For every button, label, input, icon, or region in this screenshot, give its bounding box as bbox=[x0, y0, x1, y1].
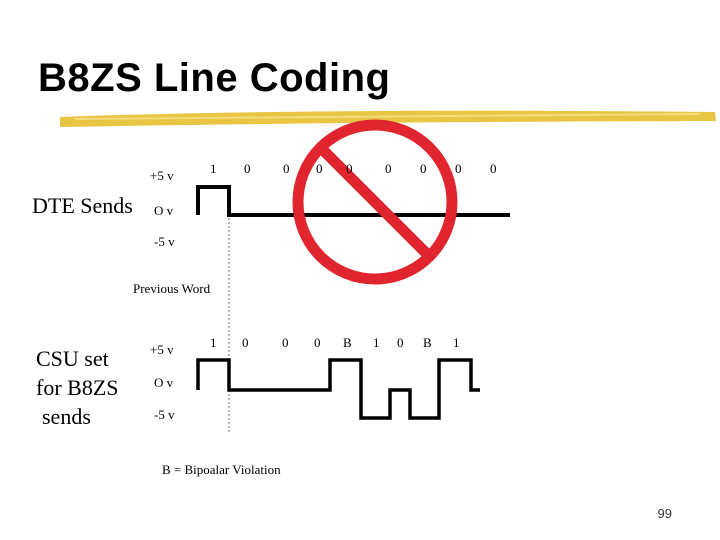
slide-title: B8ZS Line Coding bbox=[38, 56, 391, 100]
dte-sends-label: DTE Sends bbox=[32, 193, 133, 218]
csu-label-line2: for B8ZS bbox=[36, 375, 119, 400]
dte-zero-v-label: O v bbox=[154, 203, 174, 218]
csu-plus-5v-label: +5 v bbox=[150, 342, 174, 357]
dte-bit: 0 bbox=[316, 161, 323, 176]
csu-bit: 0 bbox=[242, 335, 249, 350]
dte-minus-5v-label: -5 v bbox=[154, 234, 175, 249]
csu-bit: 0 bbox=[314, 335, 321, 350]
previous-word-label: Previous Word bbox=[133, 281, 211, 296]
dte-bit: 0 bbox=[283, 161, 290, 176]
csu-bit: B bbox=[423, 335, 432, 350]
csu-bit: B bbox=[343, 335, 352, 350]
dte-bit: 0 bbox=[385, 161, 392, 176]
no-sign-icon bbox=[292, 119, 458, 285]
csu-bit: 1 bbox=[453, 335, 460, 350]
dte-bit: 0 bbox=[346, 161, 353, 176]
csu-minus-5v-label: -5 v bbox=[154, 407, 175, 422]
dte-bit: 1 bbox=[210, 161, 217, 176]
csu-zero-v-label: O v bbox=[154, 375, 174, 390]
csu-bit: 0 bbox=[397, 335, 404, 350]
dte-bit: 0 bbox=[244, 161, 251, 176]
dte-bit: 0 bbox=[455, 161, 462, 176]
dte-bit: 0 bbox=[490, 161, 497, 176]
csu-waveform bbox=[196, 358, 480, 420]
title-underline bbox=[60, 110, 716, 127]
dte-waveform bbox=[196, 185, 510, 217]
page-number: 99 bbox=[657, 506, 672, 521]
csu-bit: 1 bbox=[373, 335, 380, 350]
dte-plus-5v-label: +5 v bbox=[150, 168, 174, 183]
bipolar-violation-legend: B = Bipoalar Violation bbox=[162, 462, 281, 477]
csu-bit: 1 bbox=[210, 335, 217, 350]
dte-bit: 0 bbox=[420, 161, 427, 176]
csu-bit: 0 bbox=[282, 335, 289, 350]
csu-label-line1: CSU set bbox=[36, 346, 109, 371]
csu-label-line3: sends bbox=[42, 404, 91, 429]
